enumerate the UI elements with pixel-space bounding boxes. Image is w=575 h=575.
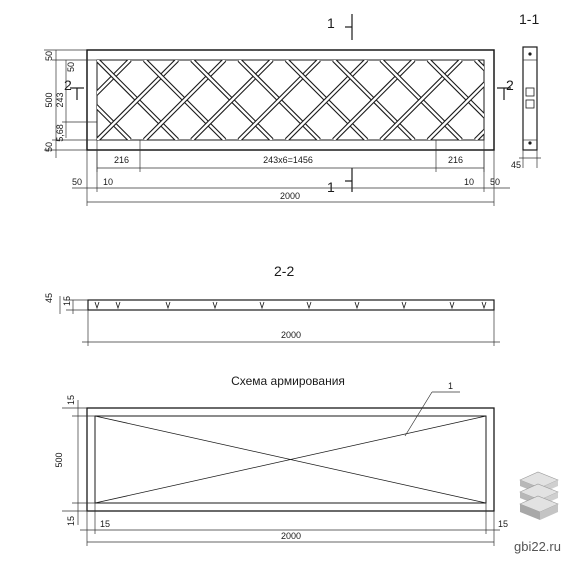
- dim-left-5-68: 5,68: [55, 124, 65, 142]
- reinforcement-dim-15-bottom: 15: [66, 516, 76, 526]
- lattice-rib-fill: [380, 60, 462, 140]
- dim-left-243: 243: [55, 92, 65, 107]
- elevation-overall-dimensions: 50 10 2000 10 50: [72, 150, 510, 206]
- callout-mark-1: 1: [448, 381, 453, 391]
- reinforcement-diagonal-2: [94, 415, 487, 504]
- section-1-1-outline: [522, 46, 538, 151]
- section-2-2-outline: [87, 299, 495, 311]
- lattice-rib: [570, 60, 575, 140]
- anchor-mark: [354, 301, 360, 310]
- reinforcement-dim-2000: 2000: [281, 531, 301, 541]
- lattice-rib-fill: [332, 60, 415, 140]
- lattice-rib-fill: [474, 60, 484, 70]
- stacked-slabs-icon: [519, 471, 559, 520]
- elevation-view: [0, 49, 575, 151]
- dim-bottom-216-left: 216: [114, 155, 129, 165]
- section-2-2-dim-45: 45: [44, 293, 54, 303]
- lattice-rib-fill: [474, 130, 484, 140]
- elevation-left-dimensions: 50 50 500 243 5,68 50: [44, 49, 97, 158]
- dim-left-500: 500: [44, 92, 54, 107]
- lattice-rib-fill: [285, 60, 368, 140]
- reinforcement-outer-outline: [86, 407, 495, 512]
- lattice-rib-fill: [0, 60, 35, 140]
- lattice-rib-fill: [0, 60, 35, 140]
- panel-outer-outline: [86, 49, 495, 151]
- lattice-rib: [474, 60, 484, 72]
- lattice-rib-fill: [97, 60, 179, 140]
- dim-left-50-inner: 50: [66, 62, 76, 72]
- lattice-rib-fill: [427, 82, 484, 140]
- reinforcement-mesh-frame: [94, 415, 487, 504]
- section-1-1-view: 1-1 45: [511, 11, 541, 170]
- panel-inner-frame: [96, 59, 485, 141]
- anchor-mark: [115, 301, 121, 310]
- reinforcement-dim-15-right: 15: [498, 519, 508, 529]
- anchor-mark: [165, 301, 171, 310]
- section-2-2-view: 2-2 45 15 2000: [44, 263, 500, 346]
- callout-leader: [404, 391, 433, 437]
- section-mark-1-bottom: 1: [327, 179, 335, 195]
- lattice-rib-fill: [570, 60, 575, 140]
- section-mark-2-left: 2: [64, 77, 72, 93]
- lattice-rib-fill: [97, 105, 131, 140]
- anchor-mark: [306, 301, 312, 310]
- dim-total-10-left: 10: [103, 177, 113, 187]
- reinforcement-dim-15-left: 15: [100, 519, 110, 529]
- lattice-rib-fill: [238, 60, 321, 140]
- lattice-rib-fill: [143, 60, 226, 140]
- lattice-rib: [0, 60, 35, 140]
- elevation-bottom-dimensions: 216 243x6=1456 216: [96, 140, 485, 172]
- section-mark-1-top: 1: [327, 15, 335, 31]
- lattice-rib: [474, 128, 484, 140]
- section-2-2-dim-15: 15: [62, 296, 72, 306]
- lattice-rib: [570, 60, 575, 140]
- dim-total-50-right: 50: [490, 177, 500, 187]
- dim-bottom-lattice-pitch: 243x6=1456: [263, 155, 313, 165]
- dim-left-50-top: 50: [44, 51, 54, 61]
- section-2-2-anchors: [94, 301, 487, 310]
- section-1-1-title: 1-1: [519, 11, 539, 27]
- dim-left-50-bottom: 50: [44, 142, 54, 152]
- dim-bottom-216-right: 216: [448, 155, 463, 165]
- anchor-mark: [94, 301, 100, 310]
- lattice-rib-fill: [97, 60, 131, 95]
- diamond-lattice: [0, 60, 575, 140]
- anchor-mark: [481, 301, 487, 310]
- dim-total-50-left: 50: [72, 177, 82, 187]
- lattice-rib-fill: [570, 60, 575, 140]
- section-2-2-dim-2000: 2000: [281, 330, 301, 340]
- dim-total-2000: 2000: [280, 191, 300, 201]
- lattice-rib: [0, 60, 35, 140]
- reinforcement-dim-15-top: 15: [66, 395, 76, 405]
- reinforcement-dim-500: 500: [54, 452, 64, 467]
- anchor-mark: [212, 301, 218, 310]
- watermark-logo: gbi22.ru: [514, 471, 561, 554]
- section-2-2-title: 2-2: [274, 263, 294, 279]
- dim-total-10-right: 10: [464, 177, 474, 187]
- section-cut-2: 2 2: [64, 77, 514, 100]
- watermark-text: gbi22.ru: [514, 539, 561, 554]
- anchor-mark: [449, 301, 455, 310]
- reinforcement-title: Схема армирования: [231, 374, 345, 388]
- section-1-1-dim-45: 45: [511, 160, 521, 170]
- anchor-mark: [401, 301, 407, 310]
- reinforcement-scheme: Схема армирования 1 15 500 15 15 2000 15: [54, 374, 508, 546]
- section-mark-2-right: 2: [506, 77, 514, 93]
- anchor-mark: [259, 301, 265, 310]
- lattice-rib-fill: [191, 60, 273, 140]
